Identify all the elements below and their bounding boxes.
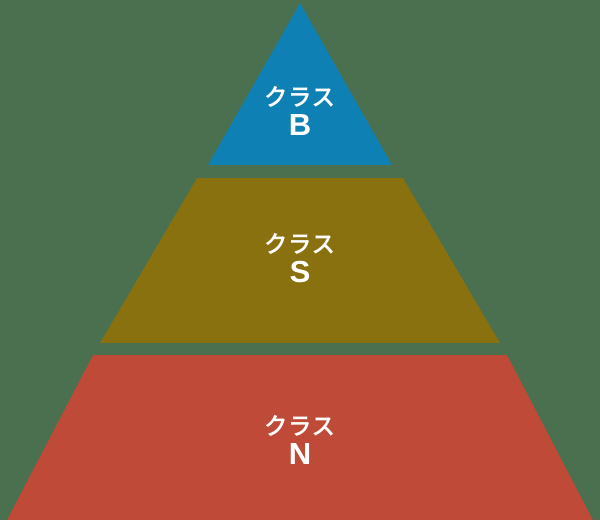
tier-class-n-shape: [7, 355, 593, 520]
tier-class-s-shape: [100, 178, 500, 343]
tier-class-b-shape: [208, 3, 392, 165]
